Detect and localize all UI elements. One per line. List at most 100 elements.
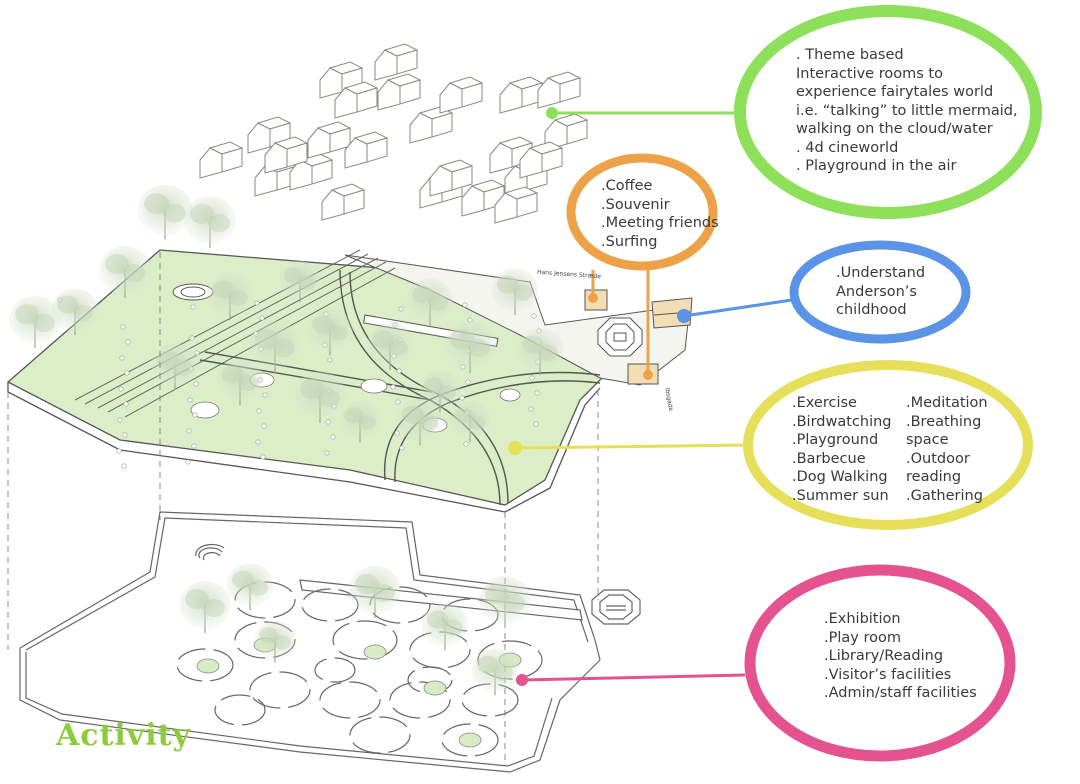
blue-bubble (789, 240, 971, 344)
room-ring (249, 671, 311, 709)
lawn-marker (459, 395, 465, 401)
pink-bubble (744, 564, 1016, 762)
house (439, 76, 484, 114)
park-trees (9, 184, 564, 446)
lawn-marker (259, 315, 265, 321)
bubble-line: .Surfing (601, 233, 658, 250)
bubble-line: .Birdwatching (792, 413, 892, 430)
tree (294, 371, 346, 423)
house (537, 71, 582, 109)
bubble-line: .Library/Reading (824, 648, 944, 664)
tree (444, 321, 496, 373)
tree (249, 321, 301, 373)
activity-title: Activity (56, 718, 191, 753)
lawn-marker (528, 406, 534, 412)
lawn-marker (395, 399, 401, 405)
bubble-line: experience fairytales world (796, 84, 994, 100)
lawn-marker (117, 417, 123, 423)
tree (9, 296, 61, 348)
lawn-marker (122, 432, 128, 438)
lawn-marker (123, 401, 129, 407)
lawn-marker (194, 350, 200, 356)
tree (206, 273, 254, 321)
bubble-line: .Souvenir (601, 196, 670, 213)
lawn-marker (396, 368, 402, 374)
bubble-line: . Theme based (796, 47, 904, 63)
lawn-marker (330, 434, 336, 440)
tree (51, 288, 99, 336)
lawn-marker (192, 412, 198, 418)
tree (226, 563, 274, 611)
basement-trees (179, 563, 531, 696)
bubble-connectors (508, 107, 793, 686)
bubble-line: Anderson’s (836, 283, 917, 300)
bubble-line: .Exercise (792, 395, 857, 411)
room-ring (214, 694, 266, 726)
park-edge-wall (7, 382, 601, 513)
bubble-line: .Meditation (906, 395, 988, 411)
bubble-line: childhood (836, 302, 907, 318)
tree (339, 400, 381, 443)
house (374, 43, 419, 81)
surrounding-houses (199, 43, 589, 224)
tree (516, 328, 564, 376)
tree (396, 398, 444, 446)
lawn-marker (254, 300, 260, 306)
bubble-line: Interactive rooms to (796, 65, 943, 82)
tree (471, 648, 519, 696)
lawn-marker (119, 355, 125, 361)
lawn-marker (187, 397, 193, 403)
bubble-line: .Breathing (906, 413, 982, 430)
lawn-marker (262, 392, 268, 398)
tree (421, 603, 469, 651)
tree (151, 343, 199, 391)
lawn-marker (399, 445, 405, 451)
lawn-marker (390, 384, 396, 390)
lawn-marker (185, 459, 191, 465)
bubble-line: .Coffee (601, 178, 653, 194)
room-ring (319, 681, 381, 719)
lawn-marker (193, 381, 199, 387)
bubble-line: .Play room (824, 629, 901, 646)
lawn-marker (190, 304, 196, 310)
lawn-marker (394, 430, 400, 436)
lawn-marker (324, 450, 330, 456)
lawn-marker (124, 370, 130, 376)
orange-bubble (566, 153, 718, 271)
lawn-marker (116, 448, 122, 454)
bubble-line: space (906, 432, 949, 448)
lawn-marker (463, 441, 469, 447)
courtyard-lawn (423, 680, 447, 696)
bubble-line: reading (906, 469, 962, 485)
bubble-line: .Barbecue (792, 450, 866, 467)
bubble-line: .Visitor’s facilities (824, 666, 952, 683)
lawn-marker (398, 306, 404, 312)
lawn-marker (327, 357, 333, 363)
lawn-marker (465, 379, 471, 385)
lawn-marker (533, 421, 539, 427)
bubble-line: .Gathering (906, 487, 983, 504)
courtyard-lawn (458, 732, 482, 748)
house (264, 136, 309, 174)
basement-octagon (591, 589, 641, 625)
lawn-marker (462, 302, 468, 308)
lawn-marker (118, 386, 124, 392)
house (321, 183, 366, 221)
basement-outline (19, 511, 601, 773)
tree (366, 323, 414, 371)
tree (99, 246, 151, 298)
house (377, 73, 422, 111)
room-ring (176, 648, 234, 682)
house (429, 159, 474, 197)
tree (254, 620, 296, 663)
bubble-line: .Exhibition (824, 611, 901, 627)
tree (279, 260, 321, 303)
tree (216, 358, 264, 406)
bubble-line: . 4d cineworld (796, 139, 899, 156)
bubble-line: .Admin/staff facilities (824, 685, 977, 701)
yellow-connector (514, 443, 749, 450)
